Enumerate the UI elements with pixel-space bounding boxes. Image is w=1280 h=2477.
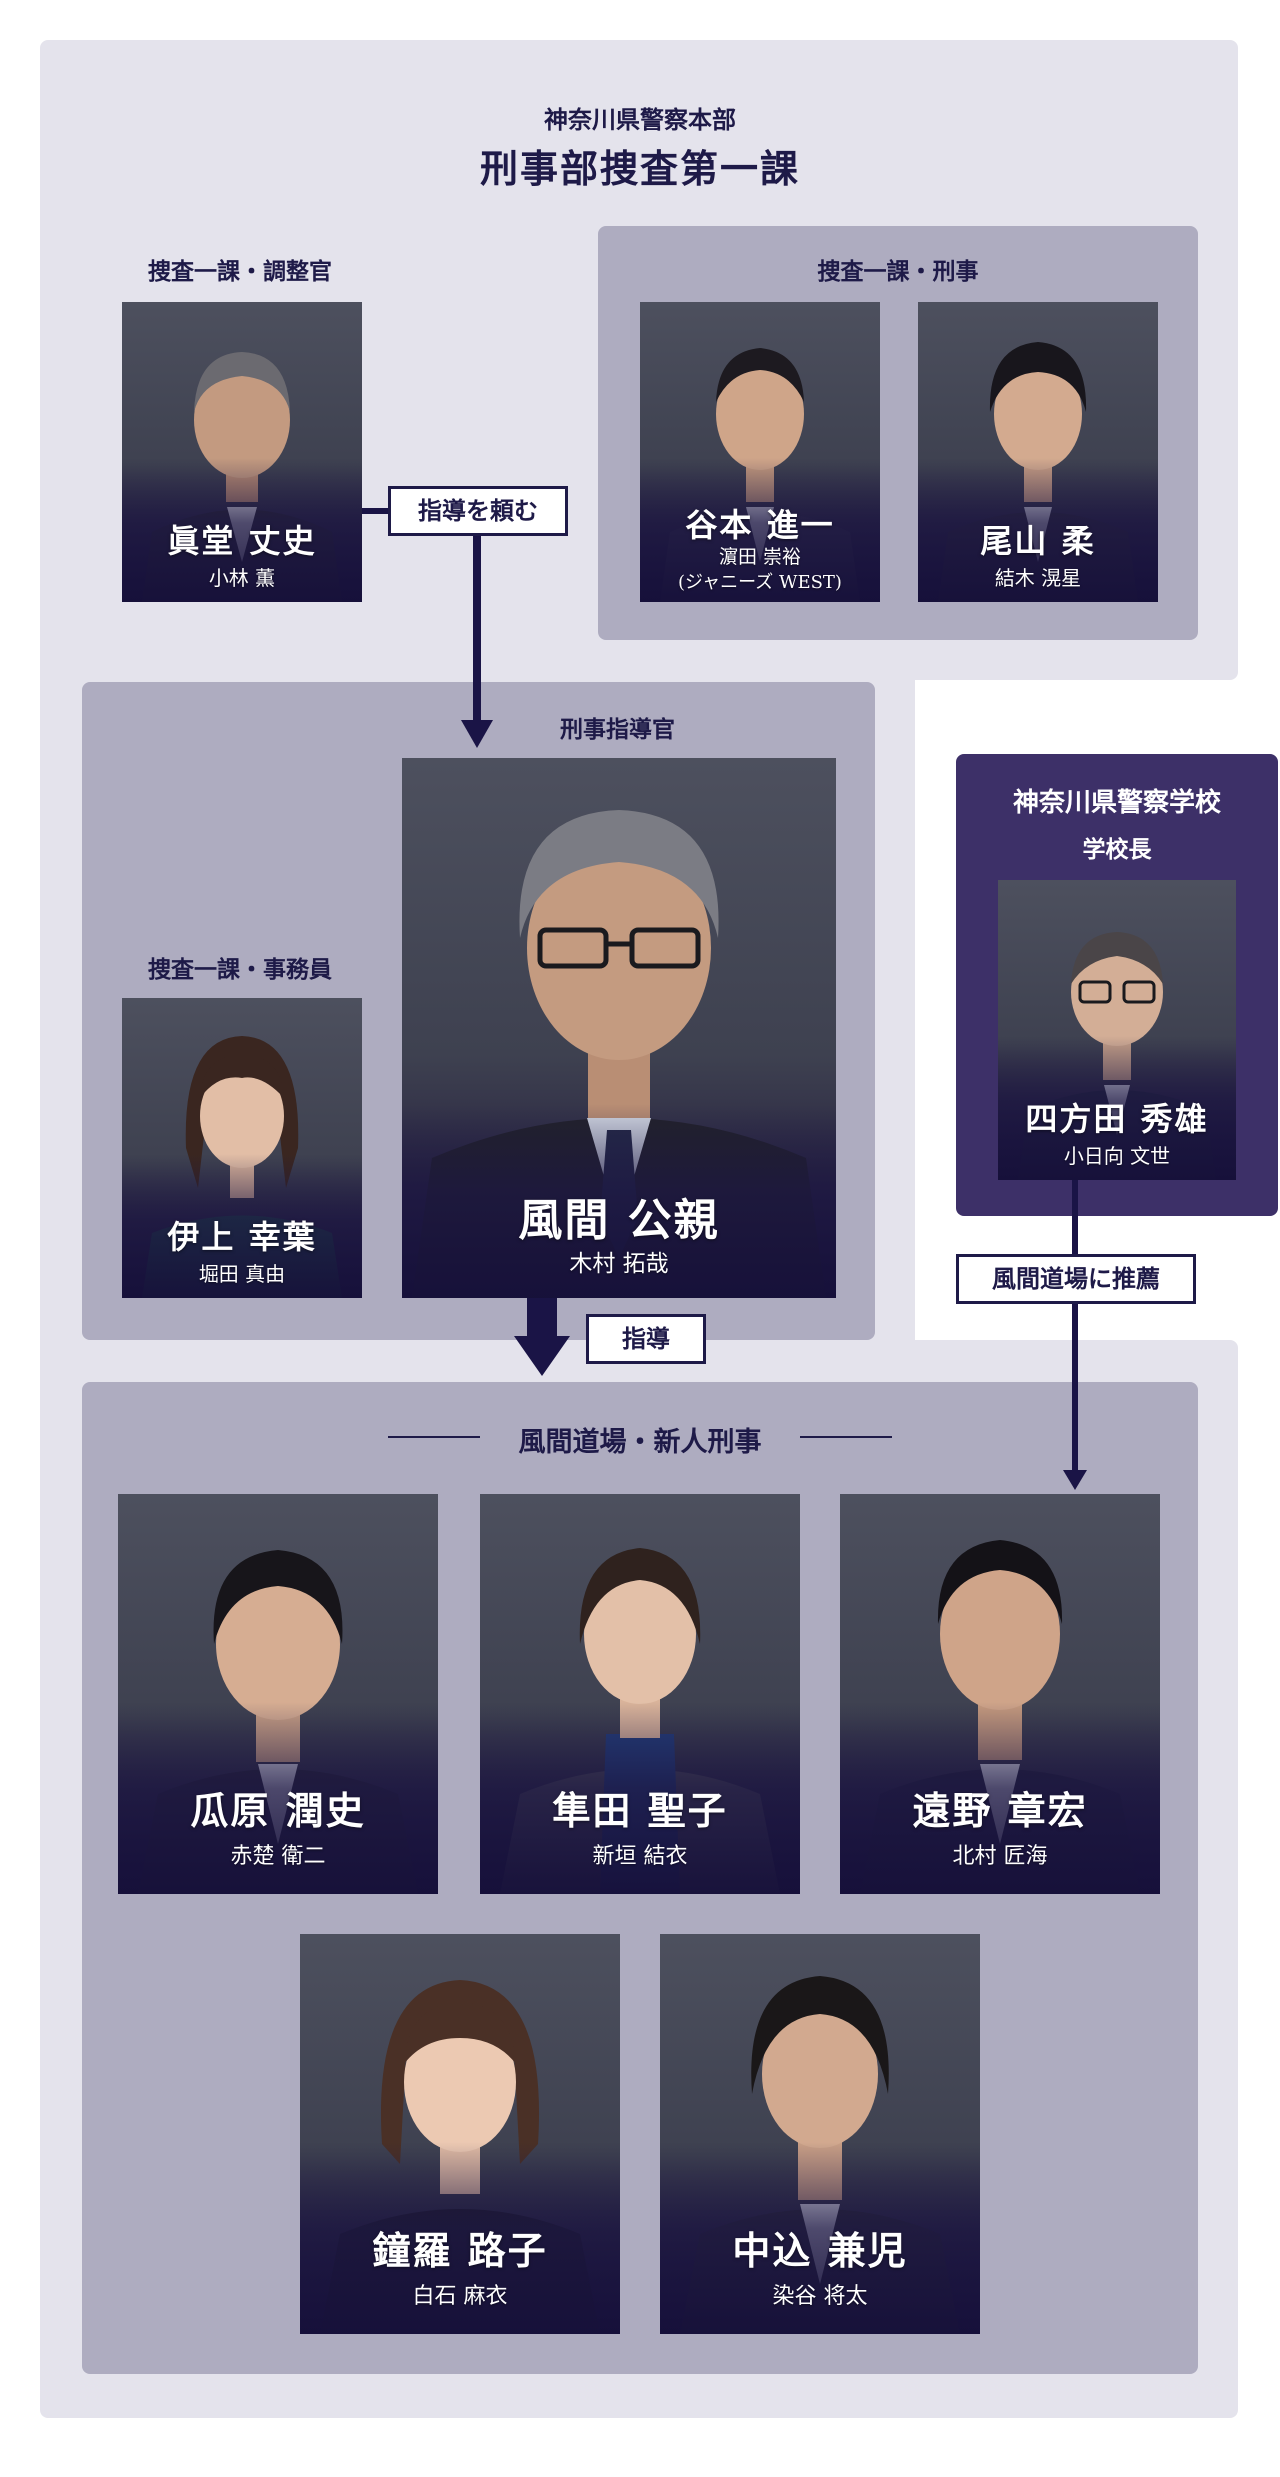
- actor-yomoda: 小日向 文世: [1063, 1144, 1171, 1168]
- recommend-connector: [1072, 1180, 1078, 1476]
- actor-shindo: 小林 薫: [208, 566, 276, 590]
- tag-recommend: 風間道場に推薦: [956, 1254, 1196, 1304]
- actor-tono: 北村 匠海: [952, 1844, 1048, 1869]
- name-tono: 遠野 章宏: [912, 1788, 1088, 1833]
- label-shidoukan: 刑事指導官: [560, 716, 675, 743]
- actor-tanimoto: 濵田 崇裕: [718, 546, 802, 568]
- name-hayabusa: 隼田 聖子: [552, 1788, 728, 1833]
- name-oyama: 尾山 柔: [980, 522, 1096, 560]
- name-tanimoto: 谷本 進一: [685, 506, 835, 544]
- card-tanimoto[interactable]: 谷本 進一 濵田 崇裕 (ジャニーズ WEST): [640, 302, 880, 602]
- name-shoura: 鐘羅 路子: [372, 2228, 548, 2273]
- label-jimuin: 捜査一課・事務員: [148, 956, 332, 983]
- actor-shoura: 白石 麻衣: [412, 2284, 508, 2309]
- name-yomoda: 四方田 秀雄: [1025, 1100, 1209, 1138]
- org-title: 神奈川県警察本部: [544, 105, 736, 134]
- name-kazama: 風間 公親: [518, 1195, 720, 1246]
- label-chousei: 捜査一課・調整官: [148, 258, 332, 285]
- actor-oyama: 結木 滉星: [994, 566, 1082, 590]
- card-hayabusa[interactable]: 隼田 聖子 新垣 結衣: [480, 1494, 800, 1894]
- guide-arrowhead: [514, 1336, 570, 1376]
- request-arrowhead: [461, 720, 493, 748]
- recommend-arrowhead: [1063, 1470, 1087, 1490]
- tag-guidance: 指導: [586, 1314, 706, 1364]
- name-nakagome: 中込 兼児: [732, 2228, 908, 2273]
- dojo-rule-left: [388, 1436, 480, 1438]
- card-yomoda[interactable]: 四方田 秀雄 小日向 文世: [998, 880, 1236, 1180]
- dept-title: 刑事部捜査第一課: [479, 146, 800, 191]
- request-connector-v: [473, 533, 481, 723]
- card-kazama[interactable]: 風間 公親 木村 拓哉: [402, 758, 836, 1298]
- dojo-rule-right: [800, 1436, 892, 1438]
- actor-uryu: 赤楚 衛二: [230, 1844, 326, 1869]
- actor-inoue: 堀田 真由: [198, 1262, 286, 1286]
- card-shindo[interactable]: 眞堂 丈史 小林 薫: [122, 302, 362, 602]
- card-uryu[interactable]: 瓜原 潤史 赤楚 衛二: [118, 1494, 438, 1894]
- label-school: 神奈川県警察学校: [1012, 788, 1221, 818]
- actor-nakagome: 染谷 将太: [772, 2284, 868, 2309]
- name-shindo: 眞堂 丈史: [167, 522, 317, 560]
- name-inoue: 伊上 幸葉: [167, 1218, 317, 1256]
- card-tono[interactable]: 遠野 章宏 北村 匠海: [840, 1494, 1160, 1894]
- label-dojo: 風間道場・新人刑事: [518, 1427, 762, 1458]
- card-inoue[interactable]: 伊上 幸葉 堀田 真由: [122, 998, 362, 1298]
- card-shoura[interactable]: 鐘羅 路子 白石 麻衣: [300, 1934, 620, 2334]
- actor-hayabusa: 新垣 結衣: [592, 1844, 688, 1869]
- label-principal: 学校長: [1082, 836, 1152, 863]
- guide-connector: [527, 1298, 557, 1338]
- label-keiji: 捜査一課・刑事: [817, 258, 979, 285]
- request-connector-h: [360, 508, 390, 514]
- name-uryu: 瓜原 潤史: [190, 1788, 366, 1833]
- actor-note-tanimoto: (ジャニーズ WEST): [678, 572, 842, 593]
- card-nakagome[interactable]: 中込 兼児 染谷 将太: [660, 1934, 980, 2334]
- actor-kazama: 木村 拓哉: [569, 1251, 669, 1277]
- tag-request-guidance: 指導を頼む: [388, 486, 568, 536]
- card-oyama[interactable]: 尾山 柔 結木 滉星: [918, 302, 1158, 602]
